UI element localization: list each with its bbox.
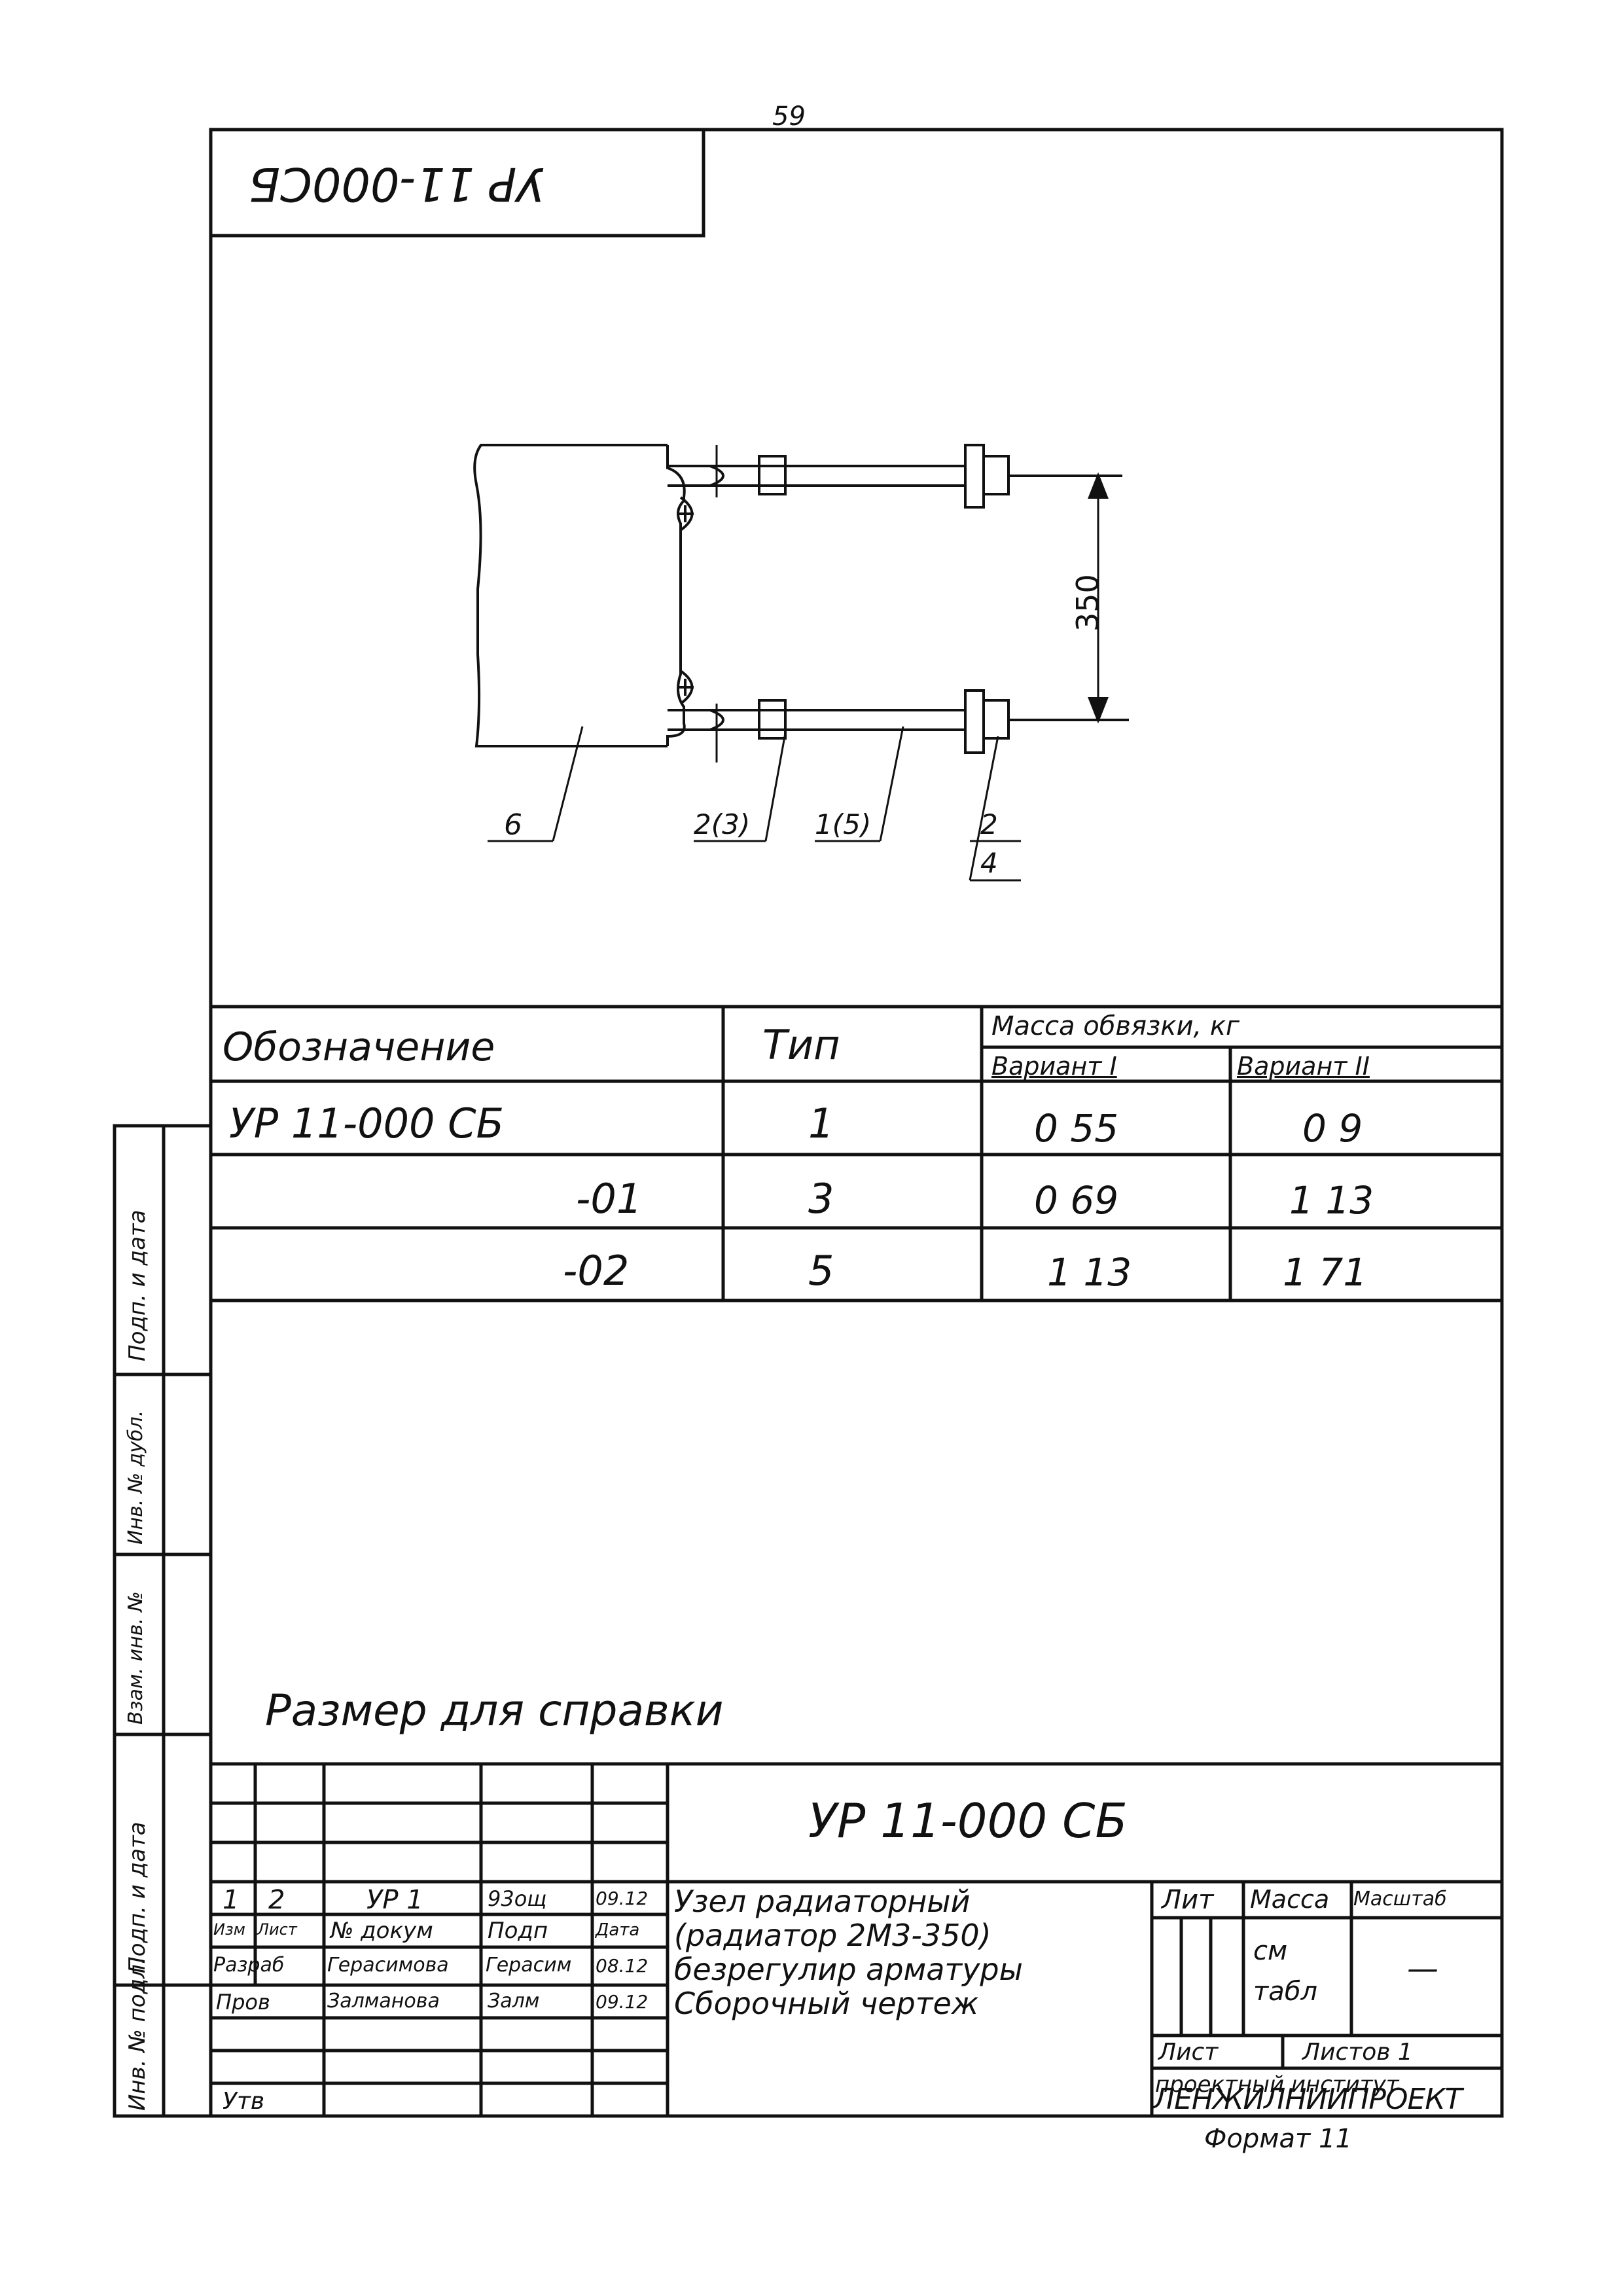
- change-izm: 1: [223, 1885, 240, 1915]
- top-coupling: [758, 455, 787, 495]
- header-doc: № докум: [330, 1918, 433, 1944]
- page-number: 59: [772, 101, 806, 132]
- col-variant-1: Вариант I: [991, 1052, 1117, 1081]
- col-type: Тип: [762, 1021, 840, 1069]
- callout-part-2-3: 2(3): [694, 808, 751, 840]
- title-line-2: (радиатор 2М3-350): [674, 1918, 991, 1953]
- side-label-inv-dubl: Инв. № дубл.: [124, 1410, 147, 1545]
- format-label: Формат 11: [1204, 2124, 1352, 2154]
- bottom-valve: [964, 689, 985, 754]
- razrab-sign: Герасим: [486, 1954, 572, 1977]
- listov-label: Листов 1: [1302, 2039, 1413, 2066]
- sheet-frame: [209, 128, 1504, 2118]
- row-2-designation: -01: [576, 1175, 643, 1223]
- stamp-designation: УР 11-000СБ: [249, 157, 544, 211]
- row-1-variant-1: 0 55: [1034, 1106, 1119, 1151]
- radiator-side-edge: [666, 445, 686, 746]
- change-list: 2: [268, 1885, 285, 1915]
- reference-note: Размер для справки: [265, 1685, 724, 1736]
- col-designation: Обозначение: [223, 1024, 495, 1070]
- title-line-3: безрегулир арматуры: [674, 1952, 1023, 1987]
- bottom-coupling: [758, 699, 787, 740]
- massa-value: см табл: [1253, 1936, 1318, 2007]
- header-list: Лист: [257, 1920, 297, 1939]
- row-1-type: 1: [808, 1100, 834, 1147]
- org-line-2: ЛЕНЖИЛНИИПРОЕКТ: [1153, 2083, 1462, 2116]
- dimension-label: 350: [1070, 574, 1105, 632]
- callout-part-4: 4: [980, 847, 998, 879]
- prov-name: Залманова: [327, 1990, 440, 2013]
- callout-part-6: 6: [504, 808, 522, 842]
- top-valve: [964, 444, 985, 509]
- prov-role: Пров: [216, 1990, 270, 2015]
- header-podp: Подп: [488, 1918, 548, 1944]
- title-line-1: Узел радиаторный: [674, 1884, 971, 1919]
- massa-label: Масса: [1250, 1885, 1330, 1914]
- header-date: Дата: [596, 1920, 640, 1940]
- row-2-variant-1: 0 69: [1034, 1178, 1119, 1223]
- title-designation: УР 11-000 СБ: [808, 1793, 1128, 1848]
- change-podp: 93ощ: [488, 1886, 547, 1911]
- stamp-box: [211, 130, 705, 238]
- prov-date: 09.12: [596, 1991, 649, 2013]
- header-izm: Изм: [213, 1920, 245, 1939]
- row-3-variant-1: 1 13: [1047, 1250, 1132, 1295]
- change-doc: УР 1: [366, 1885, 423, 1915]
- lit-label: Лит: [1162, 1885, 1214, 1915]
- side-label-vzam-inv: Взам. инв. №: [124, 1591, 147, 1725]
- callout-part-1-5: 1(5): [815, 808, 872, 840]
- row-2-type: 3: [808, 1175, 834, 1223]
- title-line-4: Сборочный чертеж: [674, 1986, 979, 2021]
- side-label-podp-data-2: Подп. и дата: [124, 1821, 151, 1973]
- list-label: Лист: [1158, 2039, 1219, 2066]
- razrab-date: 08.12: [596, 1955, 649, 1977]
- row-3-designation: -02: [563, 1247, 630, 1295]
- col-mass: Масса обвязки, кг: [991, 1011, 1240, 1041]
- razrab-role: Разраб: [213, 1954, 285, 1977]
- row-3-type: 5: [808, 1247, 834, 1295]
- masshtab-label: Масштаб: [1353, 1888, 1447, 1910]
- radiator-body: [473, 444, 668, 747]
- row-1-designation: УР 11-000 СБ: [229, 1100, 505, 1147]
- org-line-1: проектный институт: [1155, 2072, 1399, 2098]
- row-3-variant-2: 1 71: [1283, 1250, 1368, 1295]
- side-label-podp-data-1: Подп. и дата: [124, 1210, 151, 1361]
- masshtab-value: —: [1407, 1950, 1438, 1987]
- callout-part-2: 2: [980, 808, 998, 840]
- prov-sign: Залм: [488, 1990, 540, 2013]
- col-variant-2: Вариант II: [1237, 1052, 1370, 1081]
- change-date: 09.12: [596, 1888, 649, 1909]
- razrab-name: Герасимова: [327, 1954, 449, 1977]
- side-label-inv-podl: Инв. № подл.: [124, 1957, 151, 2111]
- row-1-variant-2: 0 9: [1302, 1106, 1363, 1151]
- row-2-variant-2: 1 13: [1289, 1178, 1374, 1223]
- utv-role: Утв: [223, 2088, 265, 2115]
